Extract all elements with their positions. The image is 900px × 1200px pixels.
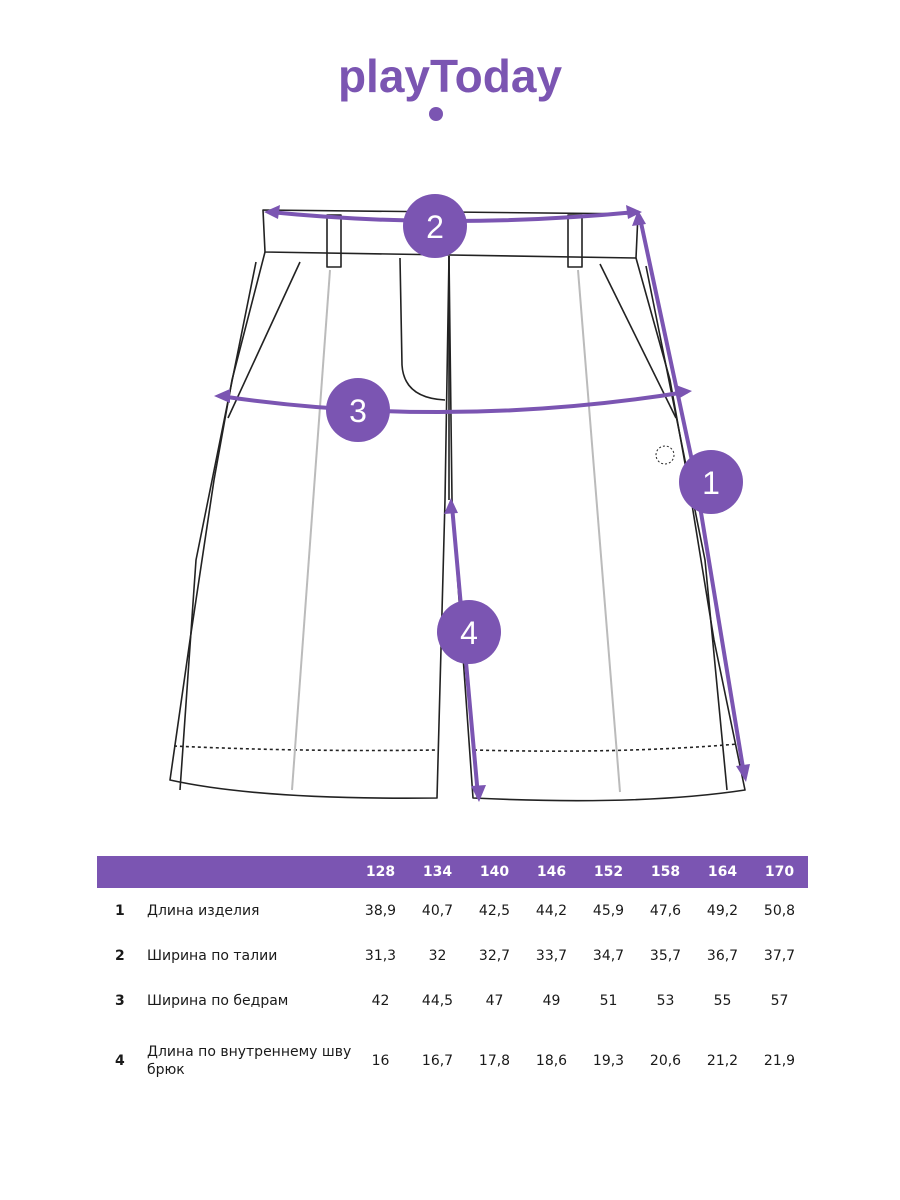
hip-measure-line bbox=[218, 390, 688, 415]
table-row: 1 Длина изделия 38,9 40,7 42,5 44,2 45,9… bbox=[97, 888, 808, 933]
left-leg-outline bbox=[169, 251, 450, 799]
row-name: Длина по внутреннему шву брюк bbox=[147, 1044, 352, 1078]
size-header: 152 bbox=[593, 864, 624, 880]
right-crease bbox=[577, 269, 621, 793]
arrow-head bbox=[471, 785, 486, 802]
cell-value: 34,7 bbox=[592, 947, 625, 964]
table-row: 4 Длина по внутреннему шву брюк 16 16,7 … bbox=[97, 1023, 808, 1099]
cell-value: 38,9 bbox=[364, 902, 397, 919]
size-header: 128 bbox=[365, 864, 396, 880]
arrow-head bbox=[444, 498, 458, 514]
marker-length: 1 bbox=[679, 450, 743, 514]
cell-value: 57 bbox=[770, 992, 789, 1009]
cell-value: 33,7 bbox=[535, 947, 568, 964]
cell-value: 36,7 bbox=[706, 947, 739, 964]
logo-patch bbox=[655, 445, 675, 465]
left-pocket bbox=[227, 261, 301, 419]
cell-value: 42,5 bbox=[478, 902, 511, 919]
size-header: 158 bbox=[650, 864, 681, 880]
size-header-row: 128 134 140 146 152 158 164 170 bbox=[97, 856, 808, 888]
right-side-stripe bbox=[645, 265, 728, 791]
right-leg-outline bbox=[448, 255, 746, 802]
cell-value: 47 bbox=[485, 992, 504, 1009]
header-blank bbox=[97, 856, 147, 888]
marker-length-label: 1 bbox=[702, 465, 720, 501]
row-number: 1 bbox=[115, 902, 125, 919]
row-name: Длина изделия bbox=[147, 902, 260, 919]
marker-inseam-label: 4 bbox=[460, 615, 478, 651]
shorts-diagram: 2 3 1 4 bbox=[169, 194, 750, 802]
cell-value: 19,3 bbox=[592, 1053, 625, 1069]
cell-value: 49,2 bbox=[706, 902, 739, 919]
size-table: 128 134 140 146 152 158 164 170 1 Длина … bbox=[97, 856, 808, 1099]
cell-value: 35,7 bbox=[649, 947, 682, 964]
cell-value: 49 bbox=[542, 992, 561, 1009]
header-blank bbox=[147, 856, 352, 888]
cell-value: 53 bbox=[656, 992, 675, 1009]
arrow-head bbox=[214, 389, 230, 403]
arrow-head bbox=[736, 764, 750, 782]
belt-loop-right bbox=[567, 214, 583, 268]
left-side-stripe bbox=[179, 261, 257, 791]
cell-value: 21,2 bbox=[706, 1053, 739, 1069]
marker-hip: 3 bbox=[326, 378, 390, 442]
size-header: 140 bbox=[479, 864, 510, 880]
table-row: 3 Ширина по бедрам 42 44,5 47 49 51 53 5… bbox=[97, 978, 808, 1023]
cell-value: 18,6 bbox=[535, 1053, 568, 1069]
table-row: 2 Ширина по талии 31,3 32 32,7 33,7 34,7… bbox=[97, 933, 808, 978]
cell-value: 31,3 bbox=[364, 947, 397, 964]
size-header: 146 bbox=[536, 864, 567, 880]
cell-value: 17,8 bbox=[478, 1053, 511, 1069]
marker-waist: 2 bbox=[403, 194, 467, 258]
row-number: 4 bbox=[115, 1053, 125, 1069]
cell-value: 21,9 bbox=[763, 1053, 796, 1069]
brand-logo-text: playToday bbox=[338, 50, 563, 102]
fly-stitch bbox=[399, 257, 446, 401]
row-name: Ширина по талии bbox=[147, 947, 278, 964]
cell-value: 32 bbox=[428, 947, 447, 964]
arrow-head bbox=[626, 205, 642, 219]
brand-logo: playToday bbox=[338, 50, 563, 121]
cell-value: 20,6 bbox=[649, 1053, 682, 1069]
cell-value: 44,5 bbox=[421, 992, 454, 1009]
right-pocket bbox=[599, 263, 677, 419]
cell-value: 16 bbox=[371, 1053, 390, 1069]
cell-value: 37,7 bbox=[763, 947, 796, 964]
row-number: 3 bbox=[115, 992, 125, 1009]
arrow-head bbox=[632, 210, 646, 226]
row-number: 2 bbox=[115, 947, 125, 964]
cell-value: 51 bbox=[599, 992, 618, 1009]
left-hem-stitch bbox=[173, 745, 438, 752]
cell-value: 42 bbox=[371, 992, 390, 1009]
row-name: Ширина по бедрам bbox=[147, 992, 289, 1009]
arrow-head bbox=[676, 385, 692, 399]
left-crease bbox=[291, 269, 331, 791]
marker-inseam: 4 bbox=[437, 600, 501, 664]
size-header: 164 bbox=[707, 864, 738, 880]
size-header: 134 bbox=[422, 864, 453, 880]
cell-value: 16,7 bbox=[421, 1053, 454, 1069]
cell-value: 47,6 bbox=[649, 902, 682, 919]
cell-value: 32,7 bbox=[478, 947, 511, 964]
logo-dot bbox=[429, 107, 443, 121]
arrow-head bbox=[264, 205, 280, 219]
right-hem-stitch bbox=[473, 743, 739, 752]
marker-hip-label: 3 bbox=[349, 393, 367, 429]
cell-value: 40,7 bbox=[421, 902, 454, 919]
cell-value: 45,9 bbox=[592, 902, 625, 919]
cell-value: 44,2 bbox=[535, 902, 568, 919]
marker-waist-label: 2 bbox=[426, 209, 444, 245]
cell-value: 55 bbox=[713, 992, 732, 1009]
size-header: 170 bbox=[764, 864, 795, 880]
cell-value: 50,8 bbox=[763, 902, 796, 919]
belt-loop-left bbox=[326, 214, 342, 268]
